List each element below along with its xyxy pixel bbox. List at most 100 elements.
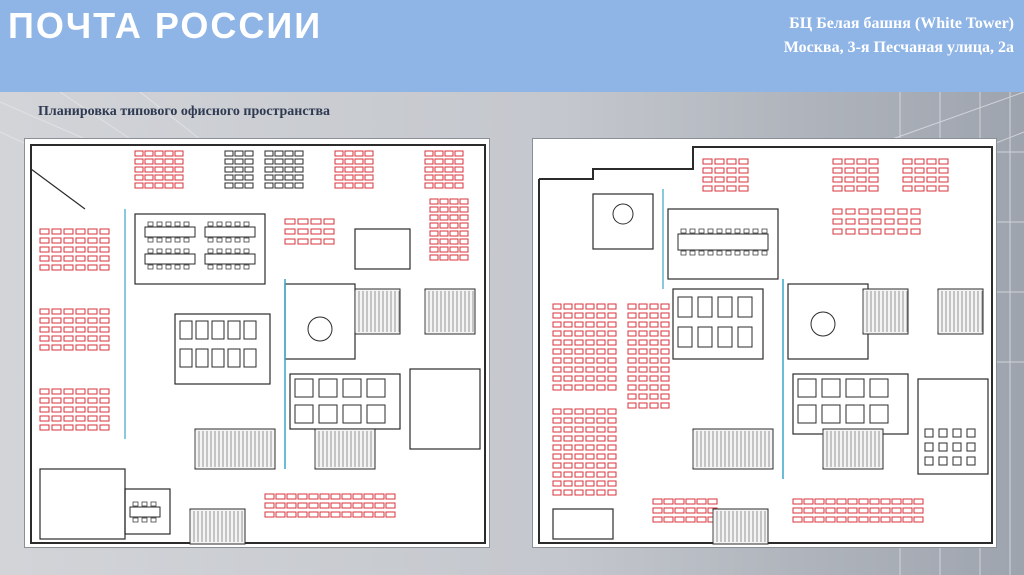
desk bbox=[702, 167, 713, 174]
desk bbox=[607, 408, 617, 415]
chair bbox=[243, 237, 250, 243]
desk bbox=[952, 456, 962, 466]
desk bbox=[87, 228, 98, 235]
desk bbox=[574, 489, 584, 496]
desk bbox=[87, 317, 98, 324]
page-subtitle: Планировка типового офисного пространств… bbox=[38, 104, 331, 119]
desk bbox=[638, 384, 648, 391]
desk bbox=[871, 208, 882, 215]
desk bbox=[914, 176, 925, 183]
desk bbox=[926, 158, 937, 165]
desk bbox=[847, 516, 858, 523]
desk bbox=[434, 150, 444, 157]
desk bbox=[869, 498, 880, 505]
desk bbox=[439, 238, 449, 245]
building-info: БЦ Белая башня (White Tower) Москва, 3-я… bbox=[784, 12, 1014, 60]
desk bbox=[374, 511, 385, 518]
desk bbox=[649, 393, 659, 400]
desk bbox=[685, 516, 696, 523]
room bbox=[124, 488, 171, 535]
desk bbox=[574, 480, 584, 487]
desk bbox=[663, 507, 674, 514]
desk bbox=[574, 462, 584, 469]
chair bbox=[165, 221, 172, 227]
desk bbox=[459, 206, 469, 213]
chair bbox=[234, 264, 241, 270]
desk bbox=[294, 158, 304, 165]
desk bbox=[660, 357, 670, 364]
desk bbox=[385, 502, 396, 509]
chair bbox=[141, 517, 148, 523]
desk bbox=[234, 158, 244, 165]
desk bbox=[660, 303, 670, 310]
floor-plan-left bbox=[24, 138, 490, 548]
desk bbox=[354, 158, 364, 165]
desk bbox=[39, 424, 50, 431]
header-banner: ПОЧТА РОССИИ БЦ Белая башня (White Tower… bbox=[0, 0, 1024, 92]
desk bbox=[884, 228, 895, 235]
desk bbox=[627, 312, 637, 319]
desk bbox=[51, 228, 62, 235]
desk bbox=[649, 312, 659, 319]
desk bbox=[856, 158, 867, 165]
desk bbox=[627, 384, 637, 391]
desk bbox=[39, 415, 50, 422]
desk bbox=[308, 511, 319, 518]
desk bbox=[264, 158, 274, 165]
desk bbox=[444, 158, 454, 165]
desk bbox=[574, 375, 584, 382]
desk bbox=[660, 375, 670, 382]
desk bbox=[134, 150, 144, 157]
desk bbox=[297, 502, 308, 509]
chair bbox=[689, 250, 696, 256]
chair bbox=[156, 237, 163, 243]
desk bbox=[87, 326, 98, 333]
round-table bbox=[307, 316, 333, 342]
desk bbox=[319, 502, 330, 509]
desk bbox=[674, 516, 685, 523]
desk bbox=[63, 397, 74, 404]
desk bbox=[938, 176, 949, 183]
desk bbox=[563, 426, 573, 433]
desk bbox=[99, 246, 110, 253]
desk bbox=[39, 264, 50, 271]
desk bbox=[286, 493, 297, 500]
desk bbox=[926, 185, 937, 192]
desk bbox=[596, 453, 606, 460]
desk bbox=[224, 158, 234, 165]
stairwell bbox=[822, 428, 884, 470]
desk bbox=[649, 303, 659, 310]
desk bbox=[334, 166, 344, 173]
desk bbox=[869, 404, 889, 424]
desk bbox=[211, 320, 225, 340]
desk bbox=[844, 158, 855, 165]
desk bbox=[297, 228, 309, 235]
desk bbox=[677, 296, 693, 318]
desk bbox=[99, 424, 110, 431]
desk bbox=[856, 176, 867, 183]
desk bbox=[638, 330, 648, 337]
desk bbox=[697, 326, 713, 348]
desk bbox=[660, 330, 670, 337]
desk bbox=[39, 335, 50, 342]
desk bbox=[596, 330, 606, 337]
desk bbox=[677, 326, 693, 348]
desk bbox=[319, 493, 330, 500]
desk bbox=[87, 424, 98, 431]
desk bbox=[596, 357, 606, 364]
desk bbox=[75, 237, 86, 244]
desk bbox=[51, 255, 62, 262]
desk bbox=[836, 516, 847, 523]
desk bbox=[552, 348, 562, 355]
desk bbox=[264, 166, 274, 173]
desk bbox=[858, 507, 869, 514]
desk bbox=[144, 158, 154, 165]
desk bbox=[63, 424, 74, 431]
desk bbox=[234, 174, 244, 181]
desk bbox=[444, 166, 454, 173]
desk bbox=[552, 303, 562, 310]
chair bbox=[216, 248, 223, 254]
meeting-table bbox=[204, 253, 256, 265]
desk bbox=[227, 320, 241, 340]
desk bbox=[352, 511, 363, 518]
